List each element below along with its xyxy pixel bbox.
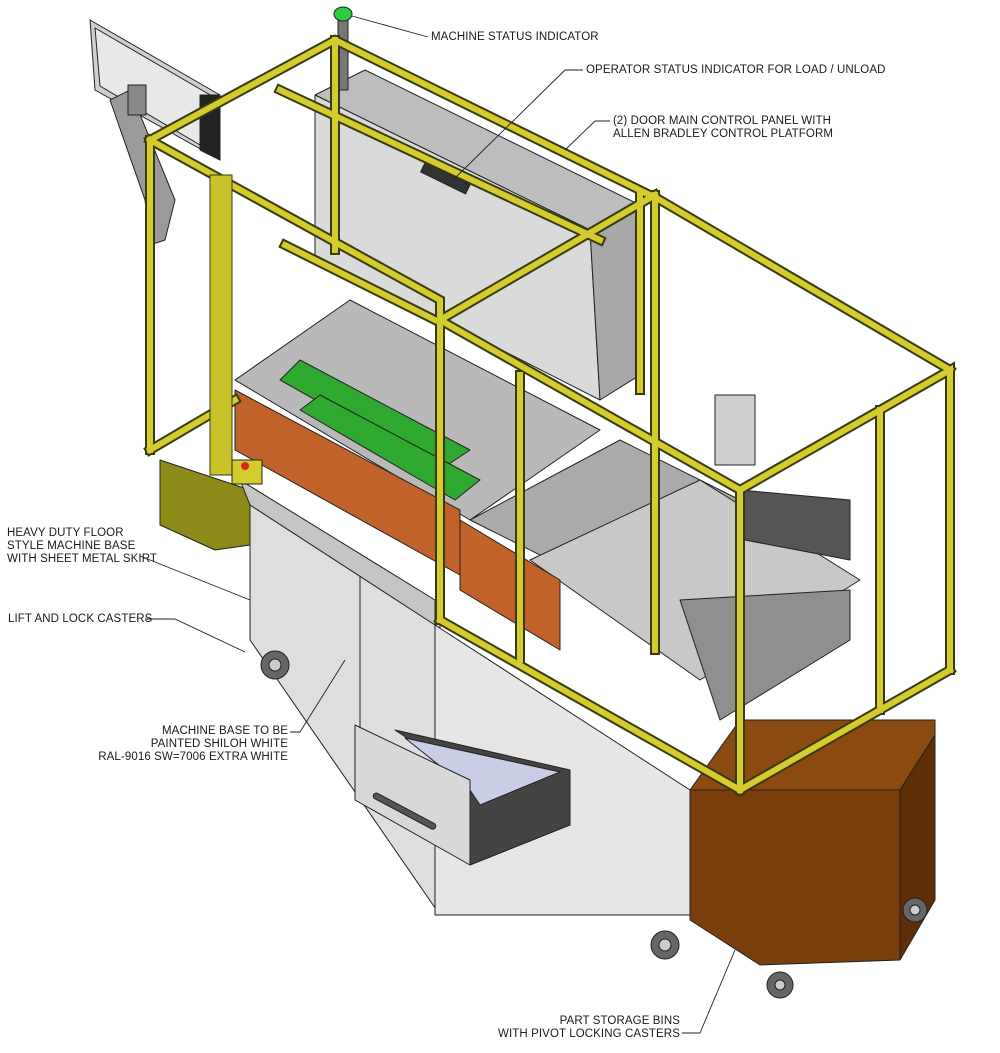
machine-status-light [333, 6, 353, 91]
callout-paint-spec: MACHINE BASE TO BE PAINTED SHILOH WHITE … [98, 725, 288, 764]
callout-line: WITH PIVOT LOCKING CASTERS [498, 1028, 680, 1040]
callout-line: ALLEN BRADLEY CONTROL PLATFORM [613, 128, 834, 140]
callout-leaders [139, 15, 736, 1034]
callout-line: STYLE MACHINE BASE [7, 540, 136, 552]
callout-machine-base: HEAVY DUTY FLOOR STYLE MACHINE BASE WITH… [7, 527, 157, 566]
callout-line: PART STORAGE BINS [559, 1015, 680, 1027]
callout-line: WITH SHEET METAL SKIRT [7, 553, 158, 565]
callout-casters: LIFT AND LOCK CASTERS [8, 613, 153, 625]
electrical-box [159, 459, 251, 551]
callout-line: HEAVY DUTY FLOOR [7, 527, 124, 539]
drawer [354, 724, 571, 866]
callout-storage-bins: PART STORAGE BINS WITH PIVOT LOCKING CAS… [498, 1015, 680, 1041]
callout-line: (2) DOOR MAIN CONTROL PANEL WITH [613, 115, 832, 127]
casters [260, 650, 928, 999]
process-tooling [234, 299, 861, 721]
safety-guard-frame [143, 34, 957, 797]
callout-line: MACHINE BASE TO BE [162, 725, 288, 737]
callout-line: PAINTED SHILOH WHITE [150, 738, 288, 750]
callout-line: RAL-9016 SW=7006 EXTRA WHITE [98, 751, 288, 763]
part-storage-bin [689, 719, 936, 966]
callout-machine-status-indicator: MACHINE STATUS INDICATOR [431, 31, 599, 43]
callout-operator-status-indicator: OPERATOR STATUS INDICATOR FOR LOAD / UNL… [586, 64, 886, 76]
callout-control-panel: (2) DOOR MAIN CONTROL PANEL WITH ALLEN B… [613, 115, 833, 141]
